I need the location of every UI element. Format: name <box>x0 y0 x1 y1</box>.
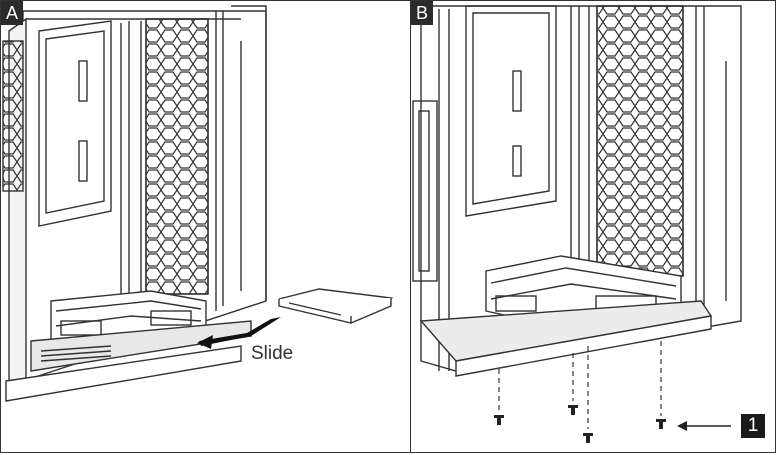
panel-label-b: B <box>411 1 433 25</box>
slide-label: Slide <box>251 343 294 364</box>
panel-b-illustration <box>412 5 742 443</box>
panel-a: A Slide <box>0 0 411 453</box>
callout-1: 1 <box>741 414 765 438</box>
panel-label-a: A <box>1 1 23 25</box>
panel-a-illustration <box>2 5 394 402</box>
panel-b: B 1 <box>410 0 776 453</box>
